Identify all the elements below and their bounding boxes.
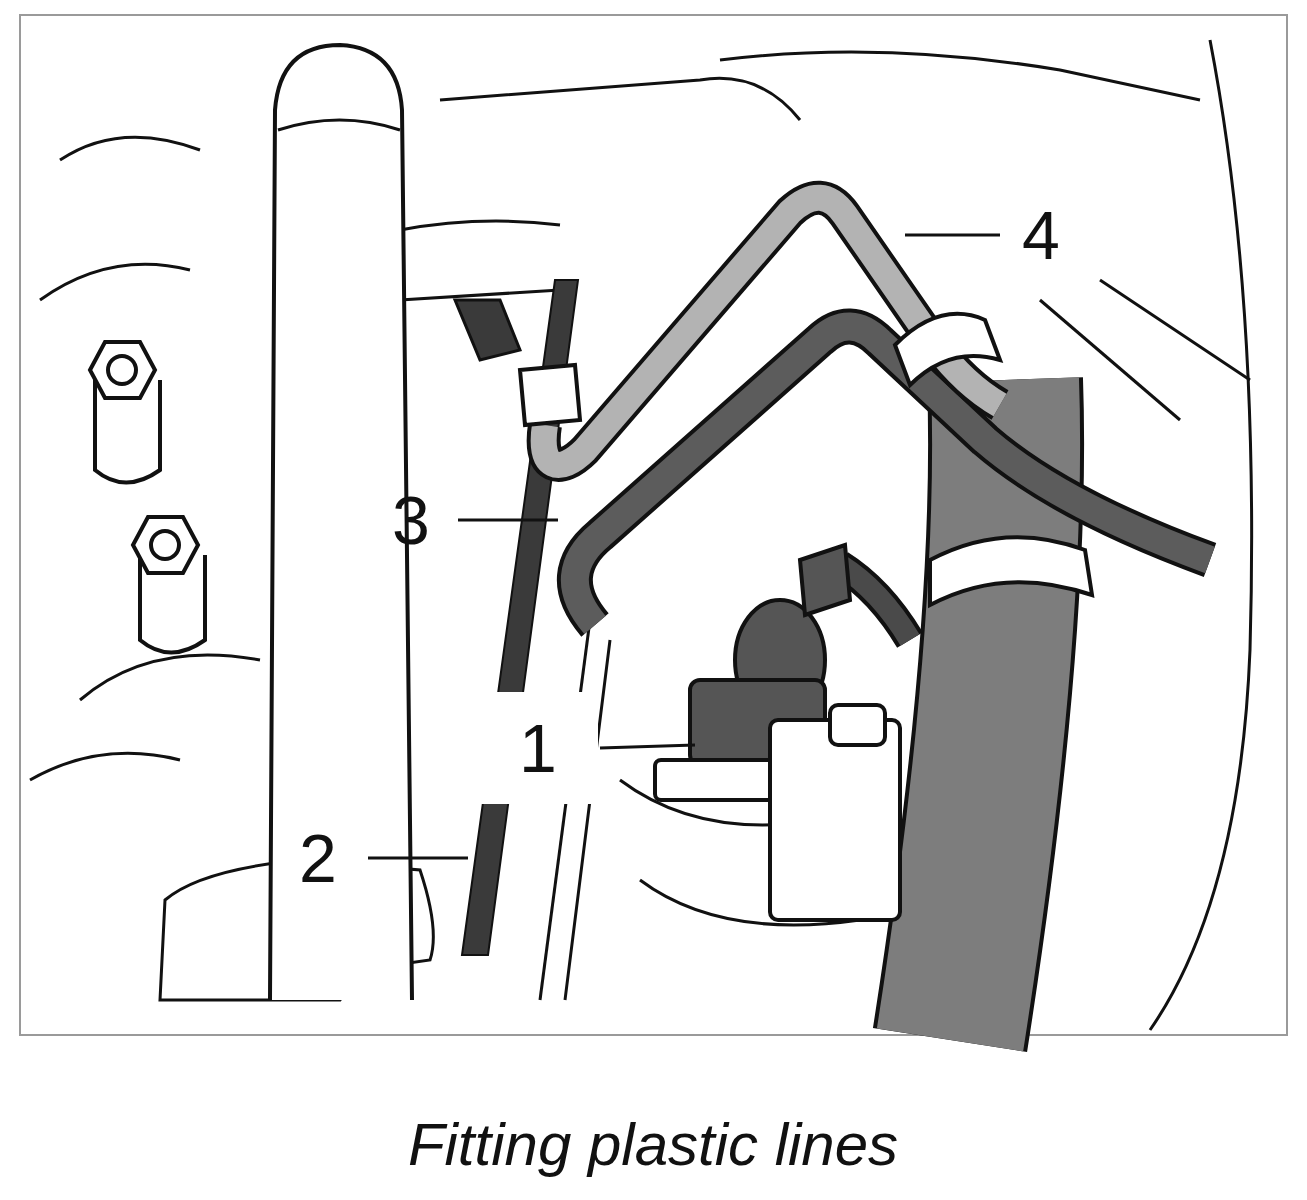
plastic-line (544, 198, 1000, 465)
nut (90, 342, 205, 653)
callout-number: 2 (283, 823, 353, 893)
electrical-connector (655, 545, 910, 920)
air-hose (950, 380, 1006, 1040)
leader-line (368, 235, 1000, 858)
frame (20, 15, 1287, 1035)
hose-edge (278, 120, 400, 130)
plastic-line-outline (544, 198, 1000, 465)
figure-caption: Fitting plastic lines (408, 1115, 898, 1175)
hose-clamp (930, 537, 1092, 605)
callout-number: 4 (1006, 200, 1076, 270)
hose-end (455, 300, 520, 360)
callout-number: 3 (376, 485, 446, 555)
callout-number: 1 (478, 692, 598, 804)
line-clip (895, 314, 1000, 385)
air-hose-outline (950, 380, 1006, 1040)
line-connector (520, 365, 580, 425)
